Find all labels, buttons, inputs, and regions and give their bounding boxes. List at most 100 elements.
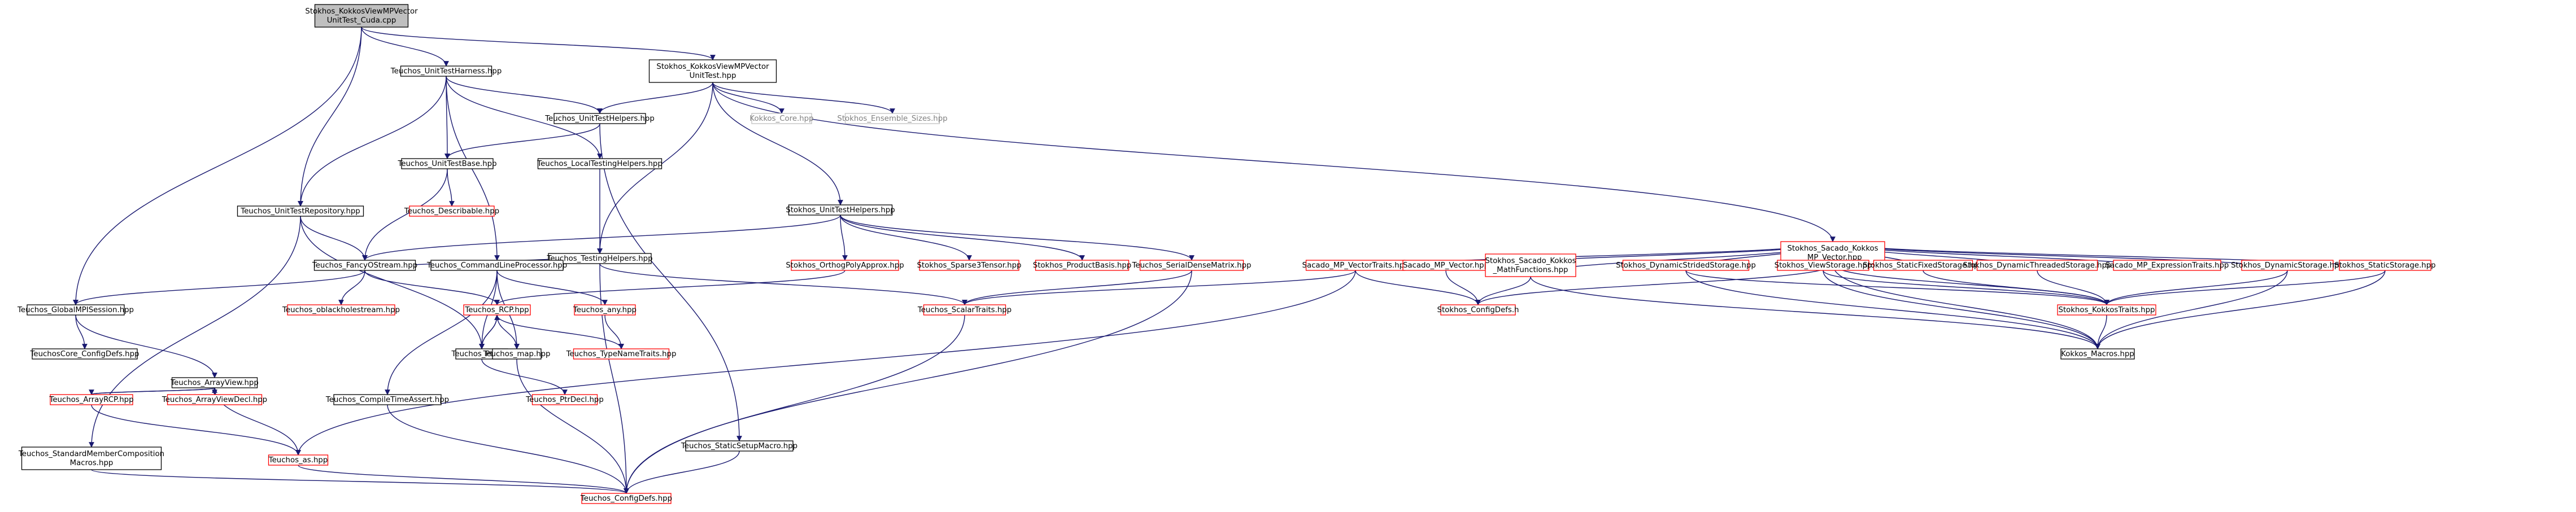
- node-smpv[interactable]: Sacado_MP_Vector.hpp: [1402, 260, 1489, 271]
- node-desc[interactable]: Teuchos_Describable.hpp: [404, 205, 499, 217]
- edge-sskmath-to-kmac: [1530, 276, 2100, 349]
- edge-gmpi-to-ccfg: [75, 314, 88, 349]
- node-utrep-box: [237, 205, 364, 217]
- node-map-box: [492, 348, 542, 360]
- node-cfgh[interactable]: Stokhos_ConfigDefs.h: [1437, 304, 1519, 316]
- node-sfs-box: [1873, 260, 1973, 271]
- node-rcp-label-line-0: Teuchos_RCP.hpp: [464, 306, 529, 314]
- node-cta-box: [333, 394, 442, 405]
- edge-smpvt-to-cfgh: [1355, 270, 1481, 305]
- node-prodb[interactable]: Stokhos_ProductBasis.hpp: [1033, 260, 1131, 271]
- node-smpet[interactable]: Sacado_MP_ExpressionTraits.hpp: [2106, 260, 2229, 271]
- edge-as-to-cfg: [298, 465, 629, 494]
- edge-ptr-to-ptrd: [481, 358, 568, 395]
- node-desc-label-line-0: Teuchos_Describable.hpp: [404, 207, 499, 216]
- node-cfg[interactable]: Teuchos_ConfigDefs.hpp: [580, 493, 672, 504]
- edge-utrep-to-fos: [300, 216, 368, 261]
- node-ltest[interactable]: Teuchos_LocalTestingHelpers.hpp: [537, 158, 662, 169]
- edge-suth-to-prodb: [840, 215, 1085, 261]
- node-testh[interactable]: Teuchos_TestingHelpers.hpp: [546, 253, 653, 264]
- node-prodb-label-line-0: Stokhos_ProductBasis.hpp: [1033, 261, 1131, 270]
- node-fos[interactable]: Teuchos_FancyOStream.hpp: [312, 260, 417, 271]
- node-root-label-line-1: UnitTest_Cuda.cpp: [327, 16, 396, 25]
- node-as[interactable]: Teuchos_as.hpp: [268, 454, 329, 466]
- node-dss-box: [1622, 260, 1750, 271]
- node-av[interactable]: Teuchos_ArrayView.hpp: [170, 377, 259, 388]
- node-sfs[interactable]: Stokhos_StaticFixedStorage.hpp: [1863, 260, 1984, 271]
- node-sacado-label-line-1: _MP_Vector.hpp: [1803, 253, 1862, 262]
- node-desc-box: [409, 205, 495, 217]
- node-dts-box: [1976, 260, 2098, 271]
- node-map[interactable]: Teuchos_map.hpp: [483, 348, 551, 360]
- node-uth[interactable]: Teuchos_UnitTestHelpers.hpp: [544, 113, 655, 124]
- edge-ptr-to-rcp: [481, 314, 500, 349]
- node-vs-box: [1777, 260, 1869, 271]
- node-odbl[interactable]: Teuchos_oblackholestream.hpp: [282, 304, 400, 316]
- node-ssm-label-line-0: Teuchos_StaticSetupMacro.hpp: [681, 442, 797, 450]
- node-kmac-label-line-0: Kokkos_Macros.hpp: [2061, 350, 2134, 358]
- edge-ds-to-skt: [2104, 270, 2288, 305]
- node-harness-box: [400, 65, 492, 77]
- node-ssm[interactable]: Teuchos_StaticSetupMacro.hpp: [681, 440, 797, 452]
- node-ptrd-label-line-0: Teuchos_PtrDecl.hpp: [525, 396, 604, 404]
- node-map-label-line-0: Teuchos_map.hpp: [483, 350, 551, 358]
- node-sfs-label-line-0: Stokhos_StaticFixedStorage.hpp: [1863, 261, 1984, 270]
- node-kcore[interactable]: Kokkos_Core.hpp: [749, 113, 814, 124]
- edge-root-to-gmpi: [73, 27, 362, 305]
- node-ds[interactable]: Stokhos_DynamicStorage.hpp: [2231, 260, 2344, 271]
- edge-sskmath-to-cfgh: [1475, 276, 1531, 305]
- edge-vs-to-skt: [1823, 270, 2109, 305]
- node-ptrd[interactable]: Teuchos_PtrDecl.hpp: [525, 394, 604, 405]
- node-dss[interactable]: Stokhos_DynamicStridedStorage.hpp: [1616, 260, 1756, 271]
- node-sdm-label-line-0: Teuchos_SerialDenseMatrix.hpp: [1132, 261, 1252, 270]
- node-utb[interactable]: Teuchos_UnitTestBase.hpp: [397, 158, 497, 169]
- edge-utb-to-fos: [362, 168, 448, 261]
- edge-ss-to-skt: [2104, 270, 2386, 305]
- node-sdm[interactable]: Teuchos_SerialDenseMatrix.hpp: [1132, 260, 1252, 271]
- node-ss-label-line-0: Stokhos_StaticStorage.hpp: [2334, 261, 2435, 270]
- node-ccfg[interactable]: TeuchosCore_ConfigDefs.hpp: [30, 348, 140, 360]
- edge-skvmp-to-suth: [712, 82, 843, 205]
- node-orth[interactable]: Stokhos_OrthogPolyApprox.hpp: [786, 260, 904, 271]
- node-tnt[interactable]: Teuchos_TypeNameTraits.hpp: [566, 348, 677, 360]
- node-sparse3[interactable]: Stokhos_Sparse3Tensor.hpp: [917, 260, 1022, 271]
- node-ss[interactable]: Stokhos_StaticStorage.hpp: [2334, 260, 2436, 271]
- node-dts[interactable]: Stokhos_DynamicThreadedStorage.hpp: [1963, 260, 2112, 271]
- node-tany[interactable]: Teuchos_any.hpp: [573, 304, 637, 316]
- graph-nodes: Stokhos_KokkosViewMPVectorUnitTest_Cuda.…: [17, 4, 2436, 504]
- node-ds-label-line-0: Stokhos_DynamicStorage.hpp: [2231, 261, 2344, 270]
- node-as-label-line-0: Teuchos_as.hpp: [268, 456, 328, 465]
- edge-scal-to-cfg: [624, 314, 965, 494]
- node-ltest-label-line-0: Teuchos_LocalTestingHelpers.hpp: [537, 160, 662, 168]
- node-gmpi[interactable]: Teuchos_GlobalMPISession.hpp: [17, 304, 134, 316]
- edge-cta-to-cfg: [387, 404, 629, 494]
- node-utrep[interactable]: Teuchos_UnitTestRepository.hpp: [237, 205, 364, 217]
- edge-skvmp-to-kcore: [712, 82, 784, 114]
- edge-suth-to-fos: [362, 215, 841, 261]
- node-kmac[interactable]: Kokkos_Macros.hpp: [2060, 348, 2135, 360]
- node-clp[interactable]: Teuchos_CommandLineProcessor.hpp: [426, 260, 567, 271]
- node-suth[interactable]: Stokhos_UnitTestHelpers.hpp: [786, 204, 895, 216]
- node-smpvt[interactable]: Sacado_MP_VectorTraits.hpp: [1302, 260, 1409, 271]
- node-vs-label-line-0: Stokhos_ViewStorage.hpp: [1775, 261, 1872, 270]
- node-skt-box: [2057, 304, 2156, 316]
- node-harness[interactable]: Teuchos_UnitTestHarness.hpp: [390, 65, 502, 77]
- node-cfgh-box: [1440, 304, 1516, 316]
- node-scal[interactable]: Teuchos_ScalarTraits.hpp: [917, 304, 1012, 316]
- node-arcp[interactable]: Teuchos_ArrayRCP.hpp: [49, 394, 134, 405]
- node-rcp[interactable]: Teuchos_RCP.hpp: [463, 304, 531, 316]
- node-sskmath[interactable]: Stokhos_Sacado_Kokkos_MathFunctions.hpp: [1485, 253, 1576, 277]
- node-avd[interactable]: Teuchos_ArrayViewDecl.hpp: [162, 394, 267, 405]
- edge-sdm-to-scal: [962, 270, 1192, 305]
- node-skvmp-box: [648, 59, 777, 83]
- node-skt[interactable]: Stokhos_KokkosTraits.hpp: [2057, 304, 2156, 316]
- node-ens[interactable]: Stokhos_Ensemble_Sizes.hpp: [837, 113, 948, 124]
- node-smpv-label-line-0: Sacado_MP_Vector.hpp: [1403, 261, 1489, 270]
- node-vs[interactable]: Stokhos_ViewStorage.hpp: [1775, 260, 1872, 271]
- edge-gmpi-to-av: [75, 314, 217, 378]
- node-smcm[interactable]: Teuchos_StandardMemberCompositionMacros.…: [18, 447, 164, 470]
- node-cta[interactable]: Teuchos_CompileTimeAssert.hpp: [325, 394, 449, 405]
- edge-harness-to-uth: [446, 76, 603, 114]
- edge-sacado-to-kmac: [1832, 264, 2100, 349]
